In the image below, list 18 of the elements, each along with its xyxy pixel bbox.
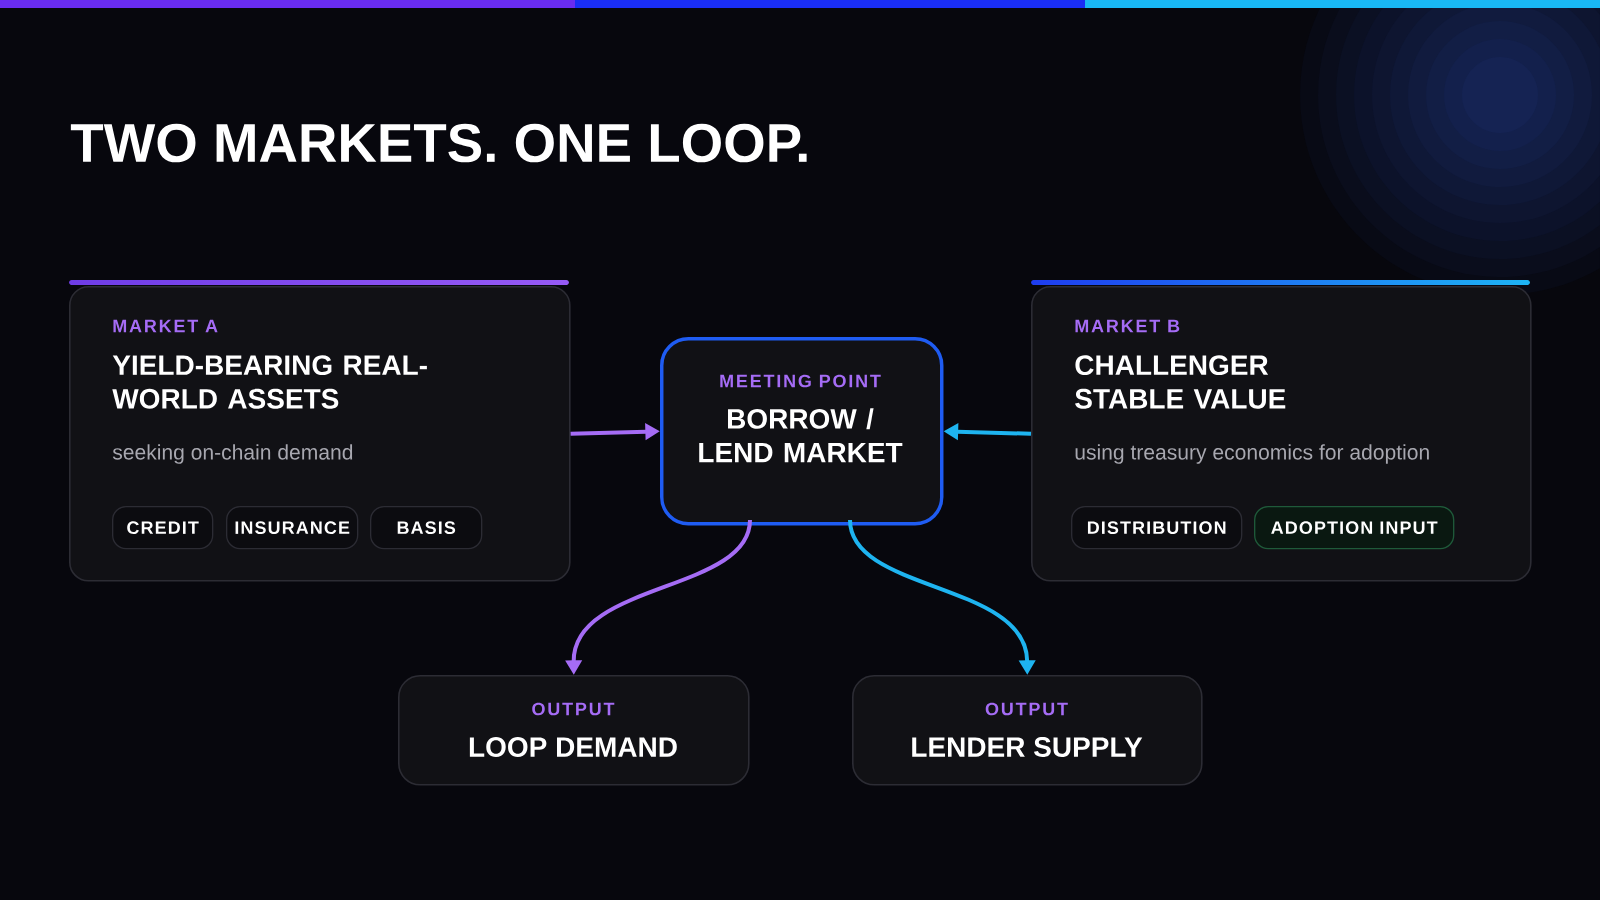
tag-pill: ADOPTION INPUT — [1254, 506, 1455, 550]
card-heading: YIELD-BEARING REAL-WORLD ASSETS — [112, 355, 427, 409]
tag-pill: INSURANCE — [226, 506, 359, 550]
section-label: MARKET A — [113, 319, 218, 333]
tag-pill: CREDIT — [112, 506, 214, 550]
section-label: MARKET B — [1075, 319, 1180, 333]
card-heading: CHALLENGER STABLE VALUE — [1075, 355, 1286, 409]
section-label: MEETING POINT — [720, 374, 881, 388]
section-label: OUTPUT — [532, 702, 615, 716]
output-heading: LOOP DEMAND — [469, 737, 677, 757]
card-subtitle: seeking on-chain demand — [112, 444, 353, 464]
slide-title: TWO MARKETS. ONE LOOP. — [70, 123, 807, 163]
card-subtitle: using treasury economics for adoption — [1075, 444, 1429, 464]
output-heading: LENDER SUPPLY — [912, 737, 1143, 757]
section-label: OUTPUT — [985, 702, 1068, 716]
tag-pill: BASIS — [370, 506, 483, 550]
tag-pill: DISTRIBUTION — [1071, 506, 1243, 550]
hub-heading: BORROW / LEND MARKET — [699, 408, 903, 463]
